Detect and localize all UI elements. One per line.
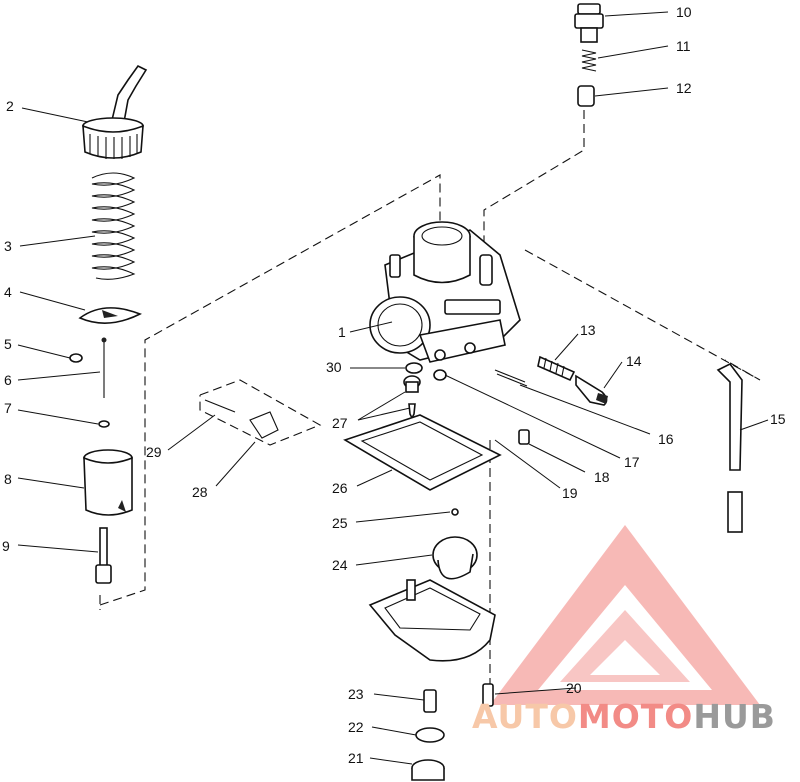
part-needle-valve-seat <box>403 375 421 393</box>
guide-top-right <box>483 110 585 255</box>
part-vent-hose <box>716 362 743 533</box>
part-jet-needle <box>101 337 107 398</box>
part-throttle-valve <box>83 449 133 516</box>
callout-16: 16 <box>658 431 674 447</box>
part-body-o-ring <box>405 362 423 374</box>
callout-8: 8 <box>4 471 12 487</box>
watermark-word-hub: HUB <box>693 697 776 736</box>
part-small-washer <box>433 369 447 381</box>
callout-25: 25 <box>332 515 348 531</box>
part-main-jet <box>423 689 437 713</box>
callout-5: 5 <box>4 336 12 352</box>
watermark-word-moto: MOTO <box>578 697 693 736</box>
part-needle-retainer-plate <box>78 307 142 324</box>
callout-14: 14 <box>626 353 642 369</box>
part-pilot-air-screw <box>575 374 608 406</box>
callout-24: 24 <box>332 557 348 573</box>
part-body-plug <box>518 429 530 445</box>
callout-28: 28 <box>192 484 208 500</box>
callout-7: 7 <box>4 400 12 416</box>
callout-1: 1 <box>338 324 346 340</box>
callout-9: 9 <box>2 538 10 554</box>
watermark-wordmark: AUTOMOTOHUB <box>472 697 776 736</box>
watermark-triangle-center <box>590 640 660 675</box>
callout-2: 2 <box>6 98 14 114</box>
watermark-word-auto: AUTO <box>472 697 578 736</box>
callout-29: 29 <box>146 444 162 460</box>
part-drain-valve <box>451 508 459 516</box>
callout-21: 21 <box>348 750 364 766</box>
callout-3: 3 <box>4 238 12 254</box>
part-cap-nut <box>577 85 595 107</box>
callout-13: 13 <box>580 322 596 338</box>
guide-left-loop <box>99 174 441 606</box>
part-pilot-screw-spring <box>537 355 576 382</box>
part-throttle-cable-fitting <box>111 64 148 123</box>
callout-6: 6 <box>4 372 12 388</box>
part-drain-plug <box>411 759 445 781</box>
callout-30: 30 <box>326 359 342 375</box>
part-carburetor-body <box>369 221 521 363</box>
part-float-arm <box>249 411 279 439</box>
part-float-pin <box>204 399 236 413</box>
part-pilot-air-screw-left <box>95 527 112 584</box>
callout-23: 23 <box>348 686 364 702</box>
callout-26: 26 <box>332 480 348 496</box>
part-throttle-stop-spring <box>494 369 528 387</box>
part-small-spring <box>581 49 597 72</box>
callout-4: 4 <box>4 284 12 300</box>
callout-10: 10 <box>676 4 692 20</box>
part-float-chamber-gasket <box>343 414 502 491</box>
part-drain-o-ring <box>415 727 445 743</box>
callout-19: 19 <box>562 485 578 501</box>
svg-text:AUTOMOTOHUB: AUTOMOTOHUB <box>472 697 776 736</box>
guide-float-pin <box>199 379 322 446</box>
watermark-triangle-inner <box>538 585 712 690</box>
part-mixing-chamber-cap <box>82 117 144 159</box>
part-needle-washer <box>98 420 110 428</box>
part-float-chamber <box>368 579 496 662</box>
callout-27: 27 <box>332 415 348 431</box>
callout-20: 20 <box>566 680 582 696</box>
part-throttle-valve-spring <box>91 172 136 280</box>
callout-15: 15 <box>770 411 786 427</box>
callout-11: 11 <box>676 38 691 54</box>
part-float <box>432 536 478 580</box>
watermark-logo <box>490 525 760 705</box>
callout-labels: 1 2 3 4 5 6 7 8 9 10 11 12 13 14 15 16 1… <box>2 4 786 766</box>
callout-18: 18 <box>594 469 610 485</box>
callout-17: 17 <box>624 454 640 470</box>
callout-12: 12 <box>676 80 692 96</box>
part-e-clip <box>69 353 83 363</box>
leader-lines <box>17 11 769 765</box>
part-pilot-jet <box>482 683 494 707</box>
part-float-needle <box>408 403 416 420</box>
callout-22: 22 <box>348 719 364 735</box>
part-top-fitting <box>574 3 604 43</box>
guide-right-pipe <box>524 249 761 381</box>
